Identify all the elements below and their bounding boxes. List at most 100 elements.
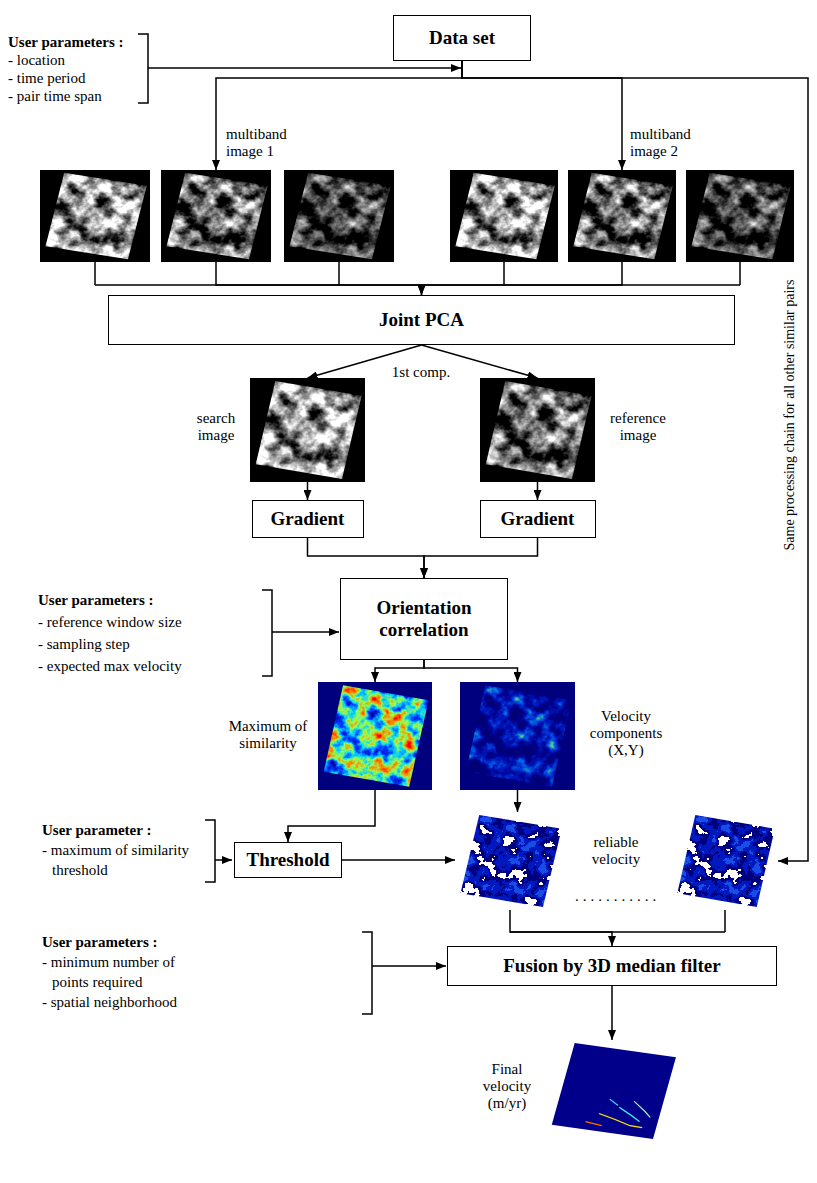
- parameter-arrow: [372, 965, 446, 967]
- parameter-heading: User parameters :: [42, 932, 158, 952]
- flow-arrow: [611, 986, 613, 1040]
- image-frame: [545, 1040, 680, 1142]
- box-label: Data set: [429, 27, 495, 49]
- image-scene: [324, 685, 429, 787]
- box-label: Threshold: [246, 849, 329, 871]
- parameter-heading: User parameter :: [42, 820, 151, 840]
- box-label: Gradient: [501, 508, 575, 530]
- image-frame: [455, 812, 565, 910]
- image-scene: [677, 815, 775, 907]
- image-frame: [672, 812, 778, 910]
- box-label: Orientation correlation: [354, 597, 494, 641]
- box-label: Fusion by 3D median filter: [503, 955, 720, 977]
- image-frame: [40, 170, 150, 262]
- image-frame: [161, 170, 271, 262]
- flow-arrow: [216, 262, 422, 295]
- satellite-image: [686, 170, 794, 262]
- image-scene: [573, 173, 672, 259]
- satellite-image: [480, 378, 595, 482]
- image-node: search image: [250, 378, 365, 482]
- image-frame: [250, 378, 365, 482]
- image-frame: [480, 378, 595, 482]
- image-caption: search image: [188, 410, 244, 444]
- flow-arrow: [308, 538, 425, 578]
- image-caption: Final velocity (m/yr): [477, 1061, 537, 1112]
- flow-arrow: [517, 790, 519, 812]
- side-note: Same processing chain for all other simi…: [780, 280, 800, 551]
- velocity-map: [455, 812, 565, 910]
- parameter-brackets: [138, 34, 461, 1014]
- velocity-map: [460, 682, 575, 790]
- merge-lines: [95, 262, 740, 932]
- branch-label: 1st comp.: [392, 362, 450, 382]
- box-label: Joint PCA: [379, 309, 464, 331]
- parameter-heading: User parameters :: [8, 32, 124, 52]
- satellite-image: [284, 170, 394, 262]
- parameter-arrow: [272, 631, 339, 633]
- glacier-streak: [599, 1113, 642, 1127]
- parameter-arrow: [148, 67, 461, 69]
- satellite-image: [450, 170, 558, 262]
- satellite-image: [250, 378, 365, 482]
- satellite-image: [161, 170, 271, 262]
- image-caption: multiband image 2: [630, 126, 710, 160]
- bracket: [362, 932, 372, 1014]
- process-box: Orientation correlation: [340, 578, 508, 660]
- glacier-streak: [610, 1099, 618, 1105]
- glacier-streak: [586, 1122, 602, 1126]
- image-node: Final velocity (m/yr): [545, 1040, 680, 1142]
- bracket: [262, 590, 272, 676]
- image-frame: [686, 170, 794, 262]
- parameter-heading: User parameters :: [38, 590, 154, 610]
- image-node: Velocity components (X,Y): [460, 682, 575, 790]
- image-caption: reference image: [603, 410, 673, 444]
- image-scene: [691, 173, 790, 259]
- image-scene: [290, 173, 391, 259]
- image-frame: [318, 682, 432, 790]
- image-scene: [466, 685, 572, 787]
- ellipsis-dots: ...........: [575, 886, 660, 906]
- image-scene: [486, 381, 592, 479]
- glacier-streak: [619, 1107, 639, 1121]
- image-scene: [552, 1043, 676, 1139]
- image-group: multiband image 1: [40, 170, 394, 262]
- similarity-map: [318, 682, 432, 790]
- parameter-item: - pair time span: [8, 86, 102, 106]
- process-box: Fusion by 3D median filter: [447, 946, 777, 986]
- process-box: Gradient: [252, 500, 364, 538]
- flow-arrow: [424, 538, 538, 578]
- box-label: Gradient: [271, 508, 345, 530]
- satellite-image: [568, 170, 676, 262]
- parameter-arrow: [215, 859, 232, 861]
- parameter-item: - time period: [8, 68, 85, 88]
- parameter-item: - maximum of similarity threshold: [42, 840, 192, 880]
- image-node: reference image: [480, 378, 595, 482]
- glacier-streak: [634, 1101, 650, 1117]
- flow-arrow: [288, 790, 375, 842]
- parameter-item: - spatial neighborhood: [42, 992, 177, 1012]
- bracket: [138, 34, 148, 103]
- process-box: Gradient: [480, 500, 596, 538]
- image-node: Maximum of similarity: [318, 682, 432, 790]
- satellite-image: [40, 170, 150, 262]
- image-frame: [460, 682, 575, 790]
- flow-arrow: [537, 482, 539, 500]
- flow-arrow: [422, 262, 623, 295]
- process-box: Data set: [393, 15, 531, 61]
- parameter-item: - sampling step: [38, 634, 130, 654]
- image-caption: multiband image 1: [226, 126, 306, 160]
- image-scene: [46, 173, 147, 259]
- merge-line: [510, 910, 725, 932]
- image-scene: [461, 815, 562, 907]
- bracket: [205, 820, 215, 882]
- process-box: Joint PCA: [108, 295, 735, 345]
- image-frame: [568, 170, 676, 262]
- parameter-item: - reference window size: [38, 612, 182, 632]
- merge-line: [95, 262, 740, 285]
- parameter-item: - location: [8, 50, 65, 70]
- parameter-item: - minimum number of points required: [42, 952, 212, 992]
- image-caption: Maximum of similarity: [226, 718, 310, 752]
- parameter-item: - expected max velocity: [38, 656, 182, 676]
- image-scene: [455, 173, 554, 259]
